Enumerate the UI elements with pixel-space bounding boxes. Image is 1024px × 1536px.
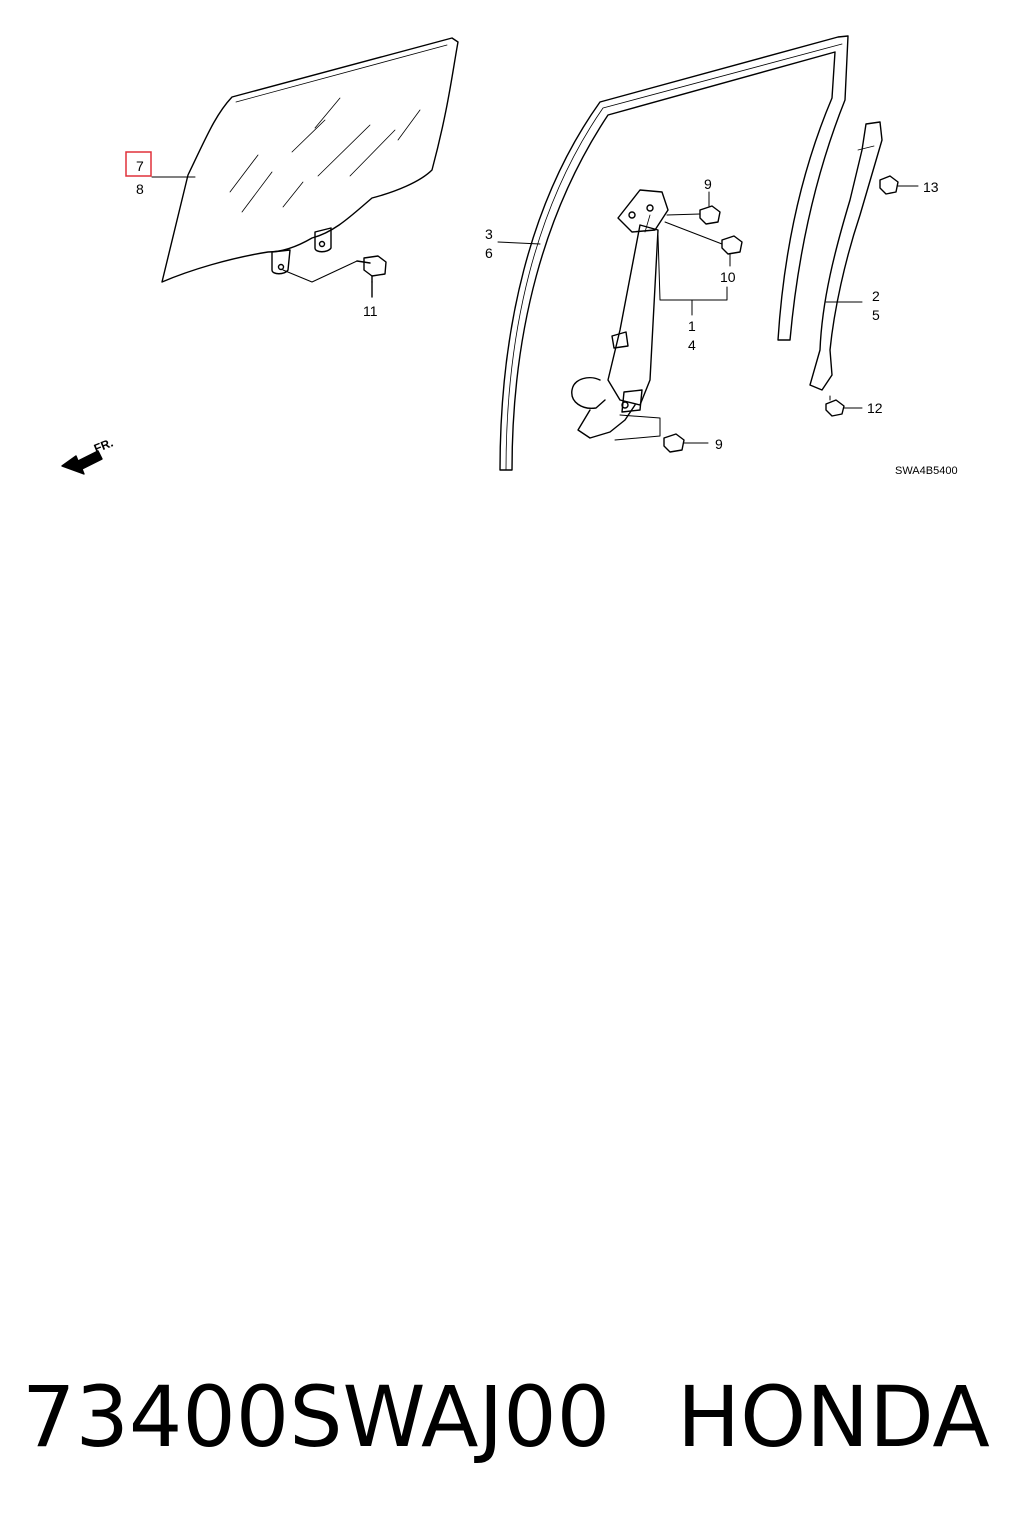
diagram-code: SWA4B5400: [895, 465, 958, 477]
callout-11[interactable]: 11: [363, 303, 378, 319]
callout-3[interactable]: 3: [485, 226, 493, 242]
callout-4[interactable]: 4: [688, 337, 696, 353]
bolt-9-top: [666, 191, 721, 225]
front-direction-label: FR.: [92, 436, 115, 456]
callout-1[interactable]: 1: [688, 318, 696, 334]
callout-9-top[interactable]: 9: [704, 176, 712, 192]
screw-12: [825, 395, 863, 417]
callout-9-bottom[interactable]: 9: [715, 436, 723, 452]
nut-13: [879, 175, 919, 195]
footer-caption: 73400SWAJ00 HONDA: [22, 1362, 1012, 1472]
bolt-11: [356, 255, 387, 298]
callout-7[interactable]: 7: [136, 158, 144, 174]
door-glass: [161, 37, 459, 283]
window-regulator: [571, 189, 728, 441]
front-direction-arrow-icon: [61, 450, 103, 475]
callout-13[interactable]: 13: [923, 179, 939, 195]
brand-name: HONDA: [677, 1368, 990, 1466]
callout-10[interactable]: 10: [720, 269, 736, 285]
selected-callout-highlight: [125, 151, 152, 177]
callout-8[interactable]: 8: [136, 181, 144, 197]
bolt-10: [664, 221, 743, 267]
parts-diagram: 7 8 11 3 6 9 10 1 4 9 13 2 5 12 FR. SWA4…: [61, 35, 958, 477]
rear-channel: [809, 121, 883, 391]
glass-clips: [271, 227, 358, 283]
part-number: 73400SWAJ00: [22, 1368, 611, 1466]
run-channel: [499, 35, 849, 471]
callout-12[interactable]: 12: [867, 400, 883, 416]
callout-5[interactable]: 5: [872, 307, 880, 323]
callout-6[interactable]: 6: [485, 245, 493, 261]
bolt-9-bottom: [663, 433, 709, 453]
callout-2[interactable]: 2: [872, 288, 880, 304]
